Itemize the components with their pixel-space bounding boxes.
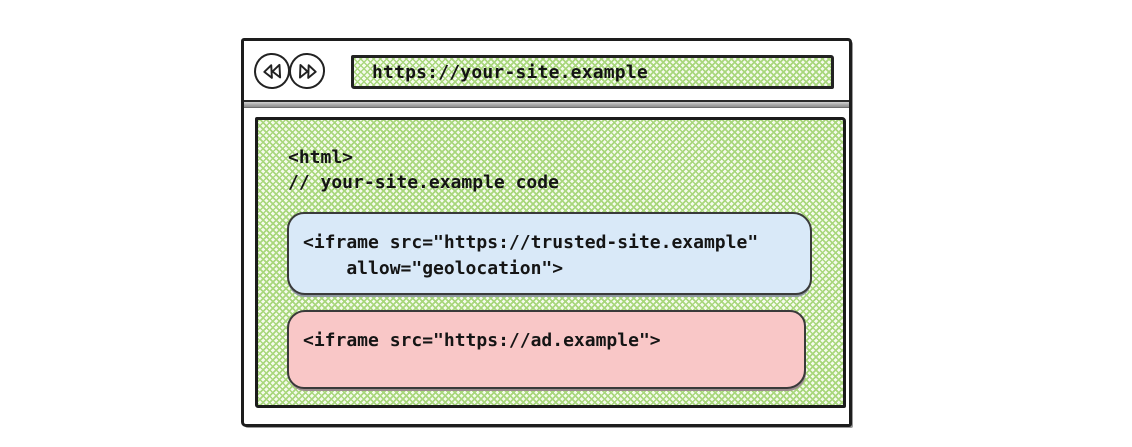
browser-window: https://your-site.example <html> // your… [241,38,852,427]
double-left-arrow-icon [262,63,281,79]
toolbar-divider [244,100,849,108]
ad-iframe-snippet-box: <iframe src="https://ad.example"> [287,310,806,389]
back-button [253,52,291,90]
code-line-html-tag: <html> [288,147,354,168]
page-source-code: <html> // your-site.example code [288,145,559,195]
trusted-iframe-snippet-box: <iframe src="https://trusted-site.exampl… [287,212,812,295]
page-content-panel: <html> // your-site.example code <iframe… [255,117,846,408]
address-bar: https://your-site.example [351,55,834,89]
forward-button [288,52,326,90]
trusted-iframe-code-line-1: <iframe src="https://trusted-site.exampl… [303,232,759,253]
address-bar-url: https://your-site.example [372,61,648,83]
double-right-arrow-icon [298,63,317,79]
code-line-comment: // your-site.example code [288,172,559,193]
ad-iframe-code-line-1: <iframe src="https://ad.example"> [303,330,661,351]
trusted-iframe-code-line-2: allow="geolocation"> [303,258,564,279]
